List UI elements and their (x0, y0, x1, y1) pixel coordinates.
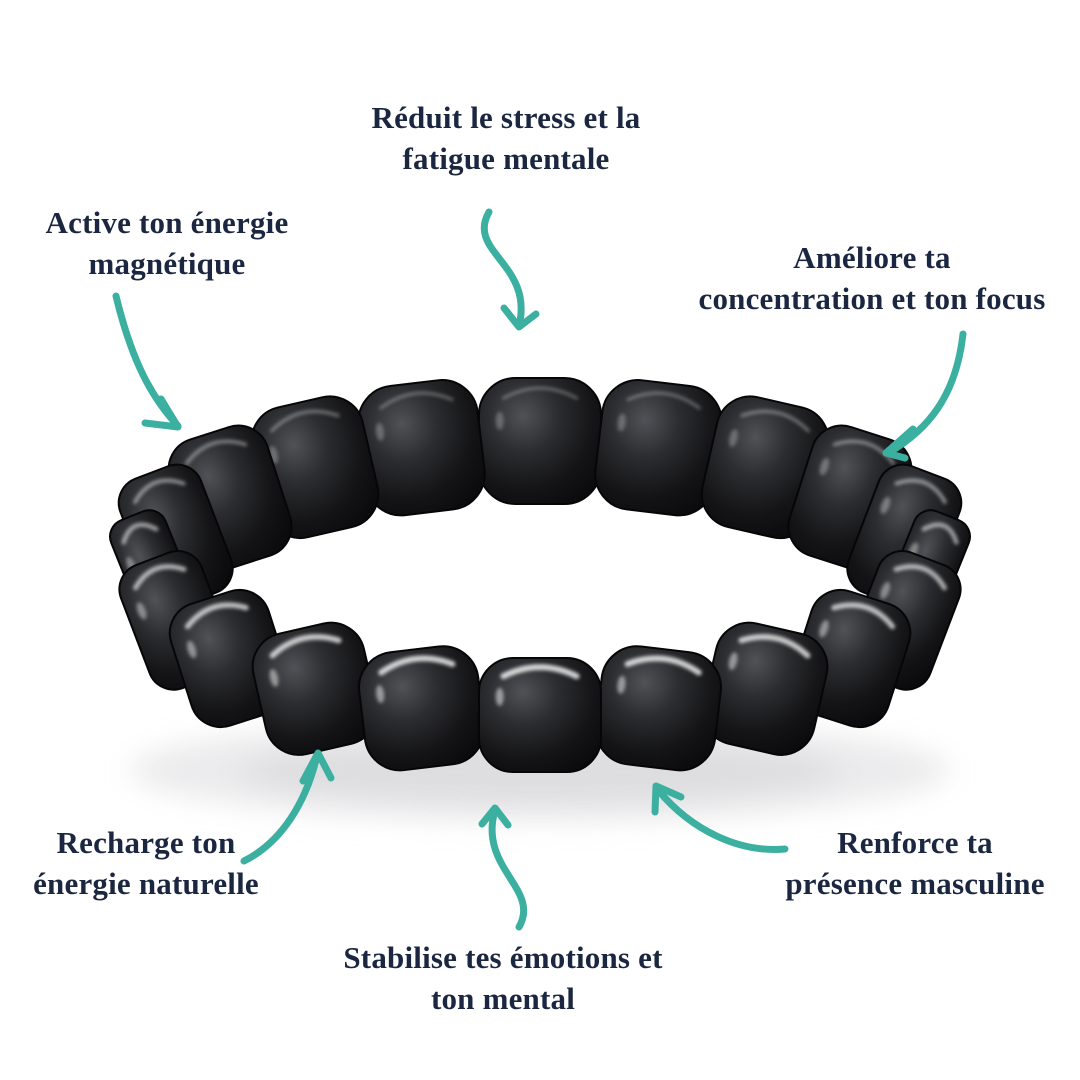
bracelet-bead (478, 377, 602, 505)
label-line: concentration et ton focus (698, 281, 1046, 316)
arrow-bottom-center (478, 804, 528, 931)
label-bottom-center: Stabilise tes émotions et ton mental (343, 937, 662, 1019)
label-line: présence masculine (785, 866, 1045, 901)
label-line: Stabilise tes émotions et (343, 940, 663, 975)
label-line: Recharge ton (56, 825, 236, 860)
bracelet-beads (109, 377, 971, 773)
arrow-lower-right (651, 782, 789, 853)
bracelet-bead (594, 645, 722, 772)
label-line: magnétique (88, 246, 246, 281)
arrow-top-center (480, 208, 540, 331)
arrow-upper-left (112, 292, 182, 431)
label-lower-right: Renforce ta présence masculine (785, 822, 1044, 904)
label-line: Active ton énergie (45, 205, 289, 240)
label-upper-right: Améliore ta concentration et ton focus (698, 237, 1045, 319)
label-line: Améliore ta (793, 240, 951, 275)
label-lower-left: Recharge ton énergie naturelle (33, 822, 259, 904)
bracelet-bead (358, 645, 486, 772)
label-line: Renforce ta (837, 825, 993, 860)
label-top-center: Réduit le stress et la fatigue mentale (371, 97, 640, 179)
label-line: fatigue mentale (402, 141, 610, 176)
annotation-arrows (112, 208, 967, 931)
label-line: ton mental (430, 981, 576, 1016)
bracelet-bead (478, 657, 602, 773)
arrow-upper-right (882, 330, 967, 462)
label-line: Réduit le stress et la (371, 100, 641, 135)
label-line: énergie naturelle (33, 866, 259, 901)
arrow-lower-left (240, 749, 335, 865)
label-upper-left: Active ton énergie magnétique (46, 202, 289, 284)
